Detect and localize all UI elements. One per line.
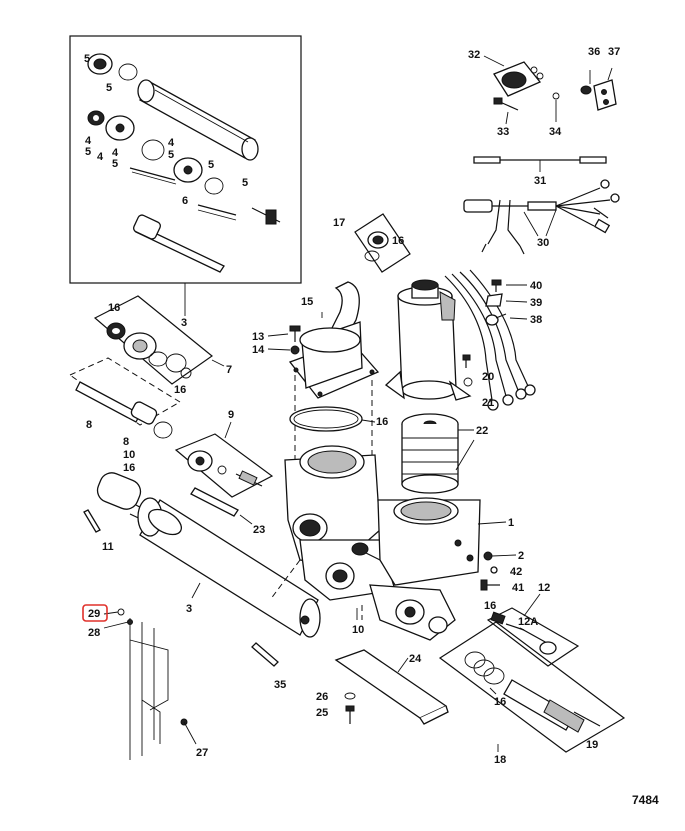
callout-1: 1 (508, 517, 514, 529)
callout-36: 36 (588, 46, 600, 58)
figure-number: 7484 (632, 793, 659, 807)
callout-21: 21 (482, 397, 494, 409)
callout-6: 6 (182, 195, 188, 207)
callout-20: 20 (482, 371, 494, 383)
callout-16: 16 (484, 600, 496, 612)
callout-5: 5 (242, 177, 248, 189)
callout-26: 26 (316, 691, 328, 703)
callout-5: 5 (106, 82, 112, 94)
valve-kit-12 (486, 607, 580, 667)
pin-35 (251, 642, 279, 667)
callout-5: 5 (112, 158, 118, 170)
callout-42: 42 (510, 566, 522, 578)
callout-8: 8 (86, 419, 92, 431)
callout-5: 5 (85, 146, 91, 158)
callout-28: 28 (88, 627, 100, 639)
callout-32: 32 (468, 49, 480, 61)
pump-motor (384, 269, 536, 411)
mounting-bracket (129, 618, 197, 760)
plate-24 (334, 649, 449, 725)
callout-38: 38 (530, 314, 542, 326)
callout-15: 15 (301, 296, 313, 308)
o-ring-16 (289, 406, 363, 432)
screw-29 (117, 608, 125, 616)
callout-18: 18 (494, 754, 506, 766)
callout-5: 5 (208, 159, 214, 171)
cylinder-kit-inset (69, 35, 302, 284)
pin-23 (190, 487, 239, 517)
callout-13: 13 (252, 331, 264, 343)
callout-22: 22 (476, 425, 488, 437)
callout-14: 14 (252, 344, 265, 356)
callout-23: 23 (253, 524, 265, 536)
solenoid-32 (493, 61, 544, 111)
callout-7: 7 (226, 364, 232, 376)
callout-8: 8 (123, 436, 129, 448)
callout-5: 5 (168, 149, 174, 161)
filter-kit-17 (354, 213, 411, 273)
seal-kit-7 (93, 295, 213, 385)
callout-5: 5 (84, 53, 90, 65)
callout-24: 24 (409, 653, 422, 665)
callout-40: 40 (530, 280, 542, 292)
washer-28 (127, 619, 133, 625)
callout-3: 3 (181, 317, 187, 329)
callout-4: 4 (168, 137, 175, 149)
callout-16: 16 (174, 384, 186, 396)
callout-3: 3 (186, 603, 192, 615)
pin-11 (83, 509, 101, 533)
valve-kit-9 (174, 433, 274, 498)
callout-29: 29 (88, 608, 100, 620)
callout-9: 9 (228, 409, 234, 421)
callout-10: 10 (352, 624, 364, 636)
callout-35: 35 (274, 679, 286, 691)
callout-27: 27 (196, 747, 208, 759)
callout-25: 25 (316, 707, 328, 719)
harness-30 (463, 179, 620, 255)
callout-4: 4 (85, 135, 92, 147)
callout-2: 2 (518, 550, 524, 562)
callout-16: 16 (376, 416, 388, 428)
pump-body (269, 375, 481, 641)
callout-10: 10 (123, 449, 135, 461)
rod-kit-8 (68, 357, 181, 439)
manual-release-kit-18 (438, 621, 626, 753)
callout-19: 19 (586, 739, 598, 751)
callout-4: 4 (112, 147, 119, 159)
callout-37: 37 (608, 46, 620, 58)
callout-41: 41 (512, 582, 524, 594)
plug-2 (483, 551, 493, 561)
callout-34: 34 (549, 126, 562, 138)
callout-16: 16 (108, 302, 120, 314)
reservoir-cover-15 (288, 281, 380, 399)
callout-11: 11 (102, 541, 114, 553)
armature-22 (401, 413, 459, 494)
callout-12: 12 (538, 582, 550, 594)
callout-16: 16 (494, 696, 506, 708)
highlight-callout-29 (82, 604, 108, 622)
callout-16: 16 (123, 462, 135, 474)
callout-31: 31 (534, 175, 546, 187)
callout-16: 16 (392, 235, 404, 247)
callout-39: 39 (530, 297, 542, 309)
callout-12a: 12A (518, 616, 538, 628)
callout-4: 4 (97, 151, 104, 163)
trim-cylinder (96, 472, 321, 638)
callout-30: 30 (537, 237, 549, 249)
callout-17: 17 (333, 217, 345, 229)
callout-33: 33 (497, 126, 509, 138)
